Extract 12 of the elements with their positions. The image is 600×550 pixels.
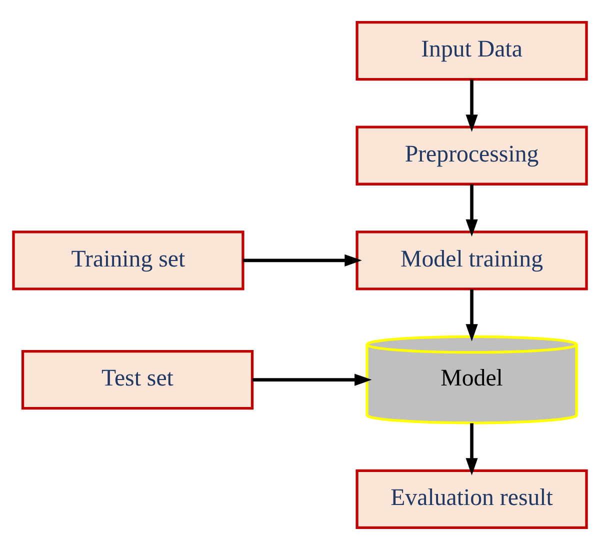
node-box: Preprocessing <box>356 126 588 186</box>
arrow <box>466 423 478 476</box>
node-box: Training set <box>12 230 244 290</box>
arrow <box>466 289 478 342</box>
node-box: Model training <box>356 230 588 290</box>
arrow <box>252 374 372 386</box>
node-box: Input Data <box>356 20 588 81</box>
node-box: Evaluation result <box>356 469 588 530</box>
arrow <box>466 80 478 132</box>
arrow <box>466 184 478 237</box>
node-box: Test set <box>21 350 254 410</box>
arrow <box>242 254 362 266</box>
